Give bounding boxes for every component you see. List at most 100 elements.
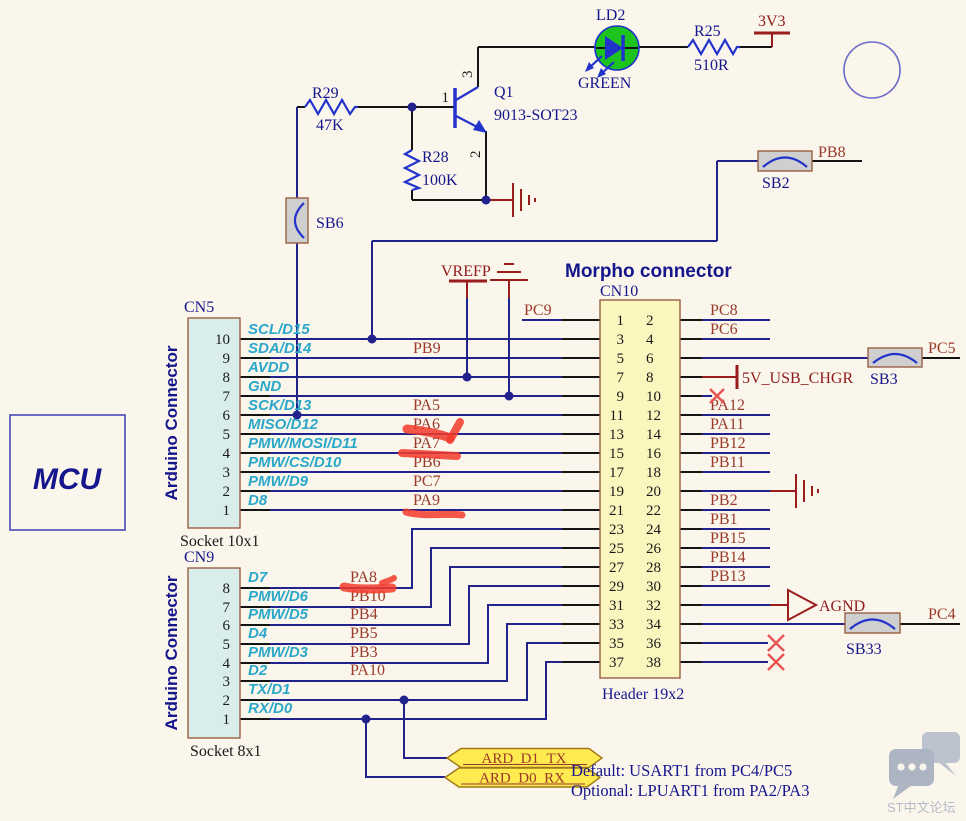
svg-text:11: 11 <box>610 408 624 424</box>
solder-bridge-sb3 <box>867 347 923 368</box>
svg-text:PC8: PC8 <box>710 302 738 319</box>
svg-text:25: 25 <box>609 541 624 557</box>
r29-value: 47K <box>316 117 344 134</box>
svg-text:PB3: PB3 <box>350 644 378 661</box>
svg-text:12: 12 <box>646 408 661 424</box>
cn5-net-labels: PB9 PA5 PA6 PA7 PB6 PC7 PA9 <box>413 340 441 509</box>
svg-text:PB15: PB15 <box>710 530 746 547</box>
cn5-title: Arduino Connector <box>162 345 181 500</box>
sb6-label: SB6 <box>316 215 344 232</box>
wires <box>240 46 960 778</box>
svg-text:PB9: PB9 <box>413 340 441 357</box>
r25-ref: R25 <box>694 23 721 40</box>
svg-text:PMW/D5: PMW/D5 <box>248 606 309 623</box>
svg-text:1: 1 <box>617 313 625 329</box>
svg-text:PB2: PB2 <box>710 492 738 509</box>
svg-text:PB1: PB1 <box>710 511 738 528</box>
svg-text:PB11: PB11 <box>710 454 745 471</box>
svg-text:PA7: PA7 <box>413 435 440 452</box>
svg-text:29: 29 <box>609 579 624 595</box>
svg-text:1: 1 <box>223 712 231 728</box>
net-agnd: AGND <box>819 598 865 615</box>
pin-stubs <box>240 319 702 720</box>
svg-text:PMW/CS/D10: PMW/CS/D10 <box>248 454 342 471</box>
cn9-signal-labels: D7 PMW/D6 PMW/D5 D4 PMW/D3 D2 TX/D1 RX/D… <box>248 569 309 717</box>
svg-text:28: 28 <box>646 560 661 576</box>
cn5-ref: CN5 <box>184 299 214 316</box>
cn9-body <box>187 567 241 739</box>
svg-text:PB13: PB13 <box>710 568 746 585</box>
svg-text:4: 4 <box>646 332 654 348</box>
svg-text:31: 31 <box>609 598 624 614</box>
net-pb8: PB8 <box>818 144 846 161</box>
svg-text:36: 36 <box>646 636 662 652</box>
sb3-label: SB3 <box>870 371 898 388</box>
power-3v3-symbol <box>754 31 790 47</box>
svg-text:PA5: PA5 <box>413 397 440 414</box>
net-flag-ard-d0-rx <box>443 767 602 788</box>
svg-text:32: 32 <box>646 598 661 614</box>
r25-value: 510R <box>694 57 729 74</box>
svg-text:GND: GND <box>248 378 282 395</box>
ground-symbol-pin20 <box>795 474 819 508</box>
svg-text:23: 23 <box>609 522 624 538</box>
note-default: Default: USART1 from PC4/PC5 <box>571 761 792 780</box>
svg-text:7: 7 <box>223 389 231 405</box>
red-annotations <box>339 418 466 594</box>
svg-text:PMW/D9: PMW/D9 <box>248 473 309 490</box>
svg-text:24: 24 <box>646 522 662 538</box>
mcu-box <box>9 414 126 531</box>
svg-text:3: 3 <box>223 674 231 690</box>
svg-text:18: 18 <box>646 465 661 481</box>
net-5v-usb-chgr: 5V_USB_CHGR <box>742 370 853 387</box>
svg-text:D7: D7 <box>248 569 268 586</box>
svg-text:4: 4 <box>223 446 231 462</box>
ld2-color: GREEN <box>578 75 632 92</box>
svg-text:5: 5 <box>617 351 625 367</box>
r28-value: 100K <box>422 172 458 189</box>
cn10-footer: Header 19x2 <box>602 686 684 703</box>
ld2-ref: LD2 <box>596 7 625 24</box>
emitter-arrow <box>473 120 487 133</box>
forum-watermark: ST中文论坛 <box>887 732 960 815</box>
svg-text:21: 21 <box>609 503 624 519</box>
svg-text:8: 8 <box>646 370 654 386</box>
svg-text:13: 13 <box>609 427 624 443</box>
svg-text:AVDD: AVDD <box>247 359 290 376</box>
svg-text:MISO/D12: MISO/D12 <box>248 416 319 433</box>
solder-bridge-sb2 <box>757 150 813 172</box>
solder-bridge-sb33 <box>844 612 901 634</box>
svg-text:22: 22 <box>646 503 661 519</box>
r28-ref: R28 <box>422 149 449 166</box>
svg-text:33: 33 <box>609 617 624 633</box>
svg-text:2: 2 <box>223 484 231 500</box>
svg-text:8: 8 <box>223 581 231 597</box>
cn5-body <box>187 317 241 529</box>
svg-text:9: 9 <box>223 351 231 367</box>
svg-text:D4: D4 <box>248 625 268 642</box>
svg-text:RX/D0: RX/D0 <box>248 700 293 717</box>
led-ld2 <box>585 25 640 78</box>
flag-ard-d0-rx-label: ARD_D0_RX <box>479 771 565 787</box>
cn9-ref: CN9 <box>184 549 214 566</box>
earth-ground-symbol <box>490 263 528 281</box>
svg-text:4: 4 <box>223 656 231 672</box>
svg-text:6: 6 <box>646 351 654 367</box>
svg-text:5: 5 <box>223 637 231 653</box>
svg-text:D2: D2 <box>248 662 268 679</box>
resistor-r28 <box>402 149 423 192</box>
cn9-net-labels: PA8 PB10 PB4 PB5 PB3 PA10 <box>350 569 386 679</box>
sb2-label: SB2 <box>762 175 790 192</box>
svg-text:PB4: PB4 <box>350 606 378 623</box>
svg-text:D8: D8 <box>248 492 268 509</box>
net-pc9: PC9 <box>524 302 552 319</box>
q1-pin3: 3 <box>460 71 476 79</box>
junction-dots <box>292 102 514 724</box>
resistor-r25 <box>687 37 740 57</box>
cn5-pin-numbers: 10 9 8 7 6 5 4 3 2 1 <box>215 332 231 519</box>
svg-text:SCL/D15: SCL/D15 <box>248 321 310 338</box>
q1-ref: Q1 <box>494 84 514 101</box>
